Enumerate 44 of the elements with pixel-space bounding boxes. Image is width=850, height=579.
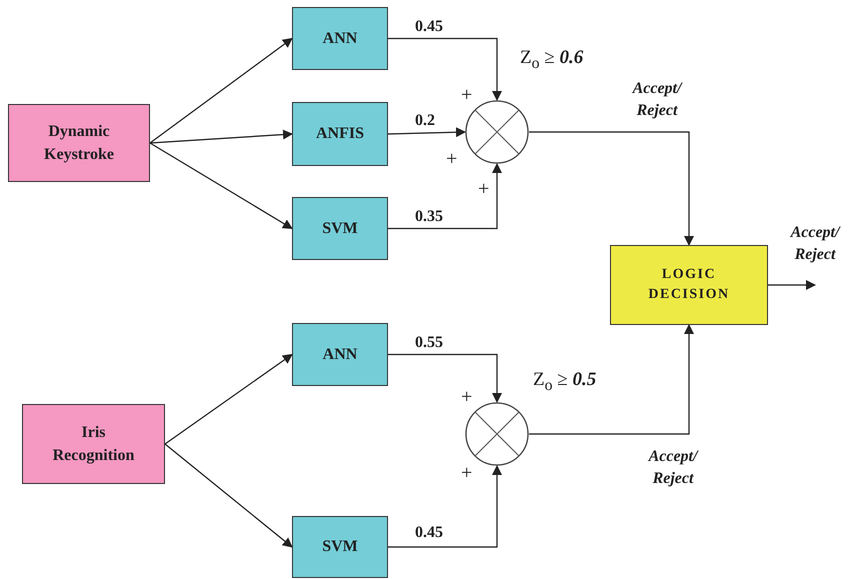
edge-label: 0.55: [415, 333, 443, 353]
threshold-formula: Z$_{o}$ ≥ 0.5: [533, 368, 596, 396]
process-box: [8, 104, 150, 182]
arrow: [388, 127, 466, 138]
sign-label: +: [461, 385, 472, 410]
edge-label: Accept/ Reject: [630, 79, 684, 122]
process-box: [292, 323, 388, 386]
edge-label: Accept/ Reject: [788, 223, 842, 266]
sign-label: +: [446, 147, 458, 172]
process-box: [292, 197, 388, 260]
sign-label: +: [478, 177, 490, 202]
sign-label: +: [461, 461, 472, 486]
box-label: ANFIS: [316, 124, 364, 144]
arrow: [150, 142, 293, 230]
edge-label: Accept/ Reject: [646, 447, 700, 490]
edge-label: 0.35: [415, 207, 443, 227]
process-box: [292, 7, 388, 70]
box-label: LOGIC DECISION: [647, 266, 731, 304]
edge-label: 0.45: [415, 523, 443, 543]
arrow: [388, 163, 502, 230]
edge-label: 0.2: [415, 111, 435, 131]
arrow: [768, 280, 816, 290]
box-label: Iris Recognition: [52, 422, 136, 466]
box-label: ANN: [322, 344, 358, 365]
box-label: SVM: [322, 537, 358, 558]
arrow: [388, 354, 502, 403]
process-box: [22, 404, 165, 484]
arrow: [164, 444, 293, 548]
box-label: Dynamic Keystroke: [43, 122, 115, 165]
threshold-formula: Z$_{o}$ ≥ 0.6: [520, 46, 584, 74]
process-box: [610, 245, 768, 325]
arrow: [529, 131, 694, 246]
box-label: SVM: [322, 218, 358, 239]
arrow: [529, 324, 694, 435]
process-box: [292, 516, 388, 578]
arrow: [388, 38, 502, 101]
sign-label: +: [461, 83, 472, 108]
box-label: ANN: [322, 28, 358, 49]
arrow: [150, 38, 293, 144]
arrow: [150, 130, 293, 144]
edge-label: 0.45: [415, 17, 443, 37]
arrow: [164, 354, 293, 444]
process-box: [292, 102, 388, 166]
arrow: [388, 465, 502, 548]
